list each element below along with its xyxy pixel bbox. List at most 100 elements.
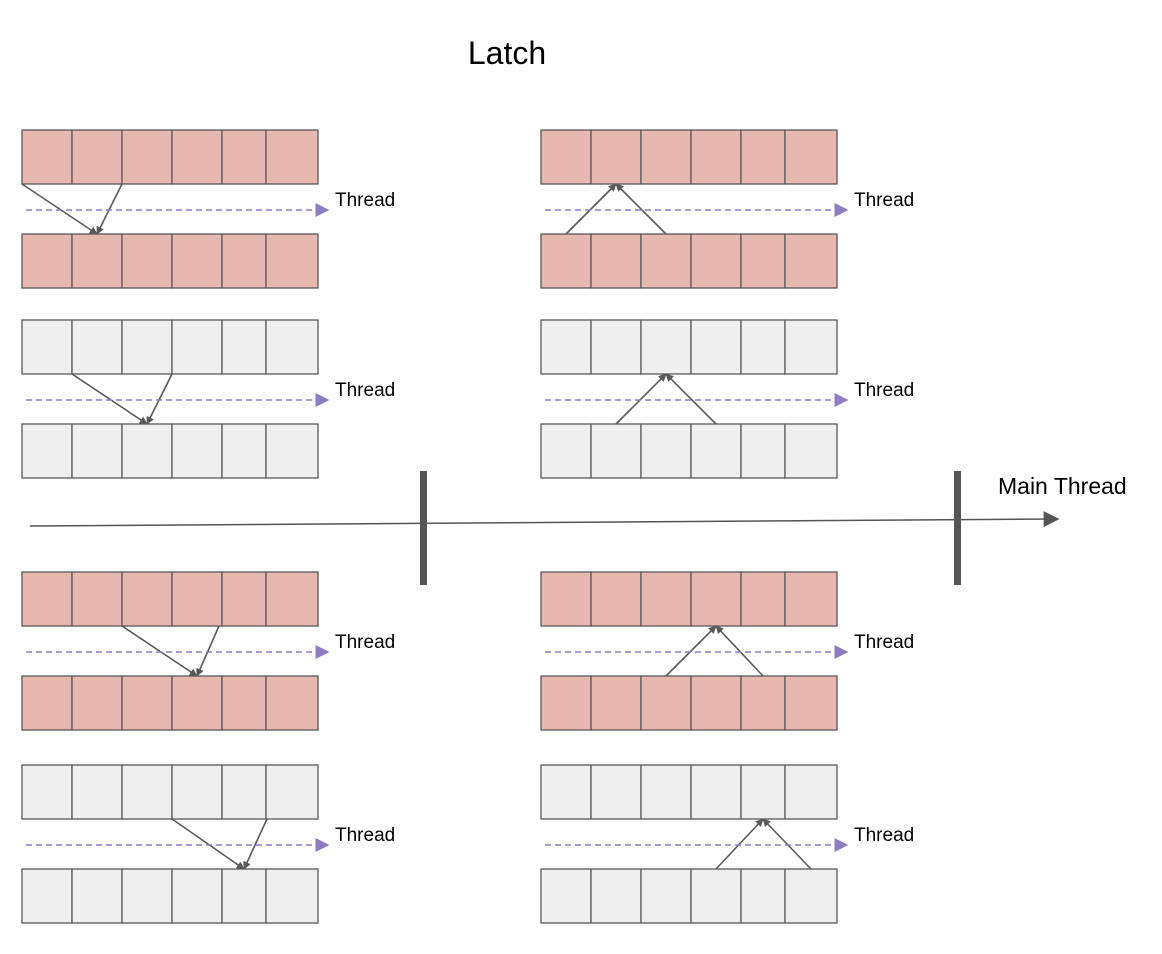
upper-array-row — [540, 319, 838, 375]
array-cell — [265, 764, 319, 820]
latch-barrier-1 — [420, 471, 427, 585]
thread-block: Thread — [21, 764, 395, 924]
array-cell — [740, 868, 786, 924]
lower-array-row — [540, 868, 838, 924]
array-cell — [590, 319, 642, 375]
array-cell — [21, 764, 73, 820]
upper-array-row — [540, 129, 838, 185]
array-cell — [171, 423, 223, 479]
array-cell — [121, 129, 173, 185]
array-cell — [121, 233, 173, 289]
thread-label: Thread — [335, 632, 395, 653]
thread-label: Thread — [854, 190, 914, 211]
array-cell — [540, 675, 592, 731]
upper-array-row — [21, 129, 319, 185]
reduce-arrow — [715, 625, 764, 677]
reduce-arrow — [762, 818, 812, 870]
array-cell — [690, 423, 742, 479]
array-cell — [71, 675, 123, 731]
array-cell — [740, 675, 786, 731]
array-cell — [690, 675, 742, 731]
lower-array-row — [21, 233, 319, 289]
array-cell — [740, 423, 786, 479]
array-cell — [690, 868, 742, 924]
merge-arrow — [171, 818, 245, 870]
array-cell — [71, 571, 123, 627]
array-cell — [590, 423, 642, 479]
merge-arrow — [21, 183, 98, 235]
thread-block: Thread — [540, 764, 914, 924]
array-cell — [590, 129, 642, 185]
thread-label: Thread — [854, 632, 914, 653]
thread-blocks: ThreadThreadThreadThreadThreadThreadThre… — [21, 129, 914, 924]
array-cell — [171, 233, 223, 289]
array-cell — [221, 423, 267, 479]
thread-block: Thread — [540, 319, 914, 479]
main-thread: Main Thread — [29, 471, 1127, 585]
reduce-arrow — [665, 373, 717, 425]
diagram-title: Latch — [468, 35, 546, 71]
array-cell — [71, 868, 123, 924]
array-cell — [590, 571, 642, 627]
array-cell — [221, 764, 267, 820]
array-cell — [265, 129, 319, 185]
array-cell — [171, 571, 223, 627]
array-cell — [540, 129, 592, 185]
array-cell — [690, 764, 742, 820]
array-cell — [590, 233, 642, 289]
array-cell — [121, 764, 173, 820]
reduce-arrow — [615, 183, 667, 235]
array-cell — [265, 319, 319, 375]
array-cell — [690, 571, 742, 627]
array-cell — [640, 233, 692, 289]
array-cell — [784, 129, 838, 185]
array-cell — [590, 868, 642, 924]
array-cell — [21, 868, 73, 924]
array-cell — [590, 675, 642, 731]
array-cell — [784, 423, 838, 479]
array-cell — [540, 233, 592, 289]
array-cell — [21, 423, 73, 479]
array-cell — [540, 423, 592, 479]
array-cell — [640, 571, 692, 627]
array-cell — [71, 129, 123, 185]
array-cell — [221, 319, 267, 375]
array-cell — [171, 764, 223, 820]
array-cell — [171, 319, 223, 375]
array-cell — [121, 868, 173, 924]
array-cell — [171, 868, 223, 924]
lower-array-row — [21, 423, 319, 479]
array-cell — [590, 764, 642, 820]
array-cell — [740, 571, 786, 627]
reduce-arrow — [665, 625, 717, 677]
array-cell — [21, 129, 73, 185]
upper-array-row — [21, 319, 319, 375]
array-cell — [540, 319, 592, 375]
lower-array-row — [21, 675, 319, 731]
lower-array-row — [540, 423, 838, 479]
array-cell — [540, 571, 592, 627]
array-cell — [221, 233, 267, 289]
array-cell — [690, 129, 742, 185]
thread-block: Thread — [540, 129, 914, 289]
array-cell — [21, 319, 73, 375]
thread-label: Thread — [335, 825, 395, 846]
array-cell — [71, 319, 123, 375]
lower-array-row — [21, 868, 319, 924]
array-cell — [784, 319, 838, 375]
array-cell — [221, 571, 267, 627]
thread-label: Thread — [854, 380, 914, 401]
merge-arrow — [146, 373, 173, 425]
array-cell — [21, 571, 73, 627]
array-cell — [784, 868, 838, 924]
array-cell — [221, 675, 267, 731]
array-cell — [221, 129, 267, 185]
reduce-arrow — [615, 373, 667, 425]
array-cell — [171, 675, 223, 731]
array-cell — [540, 764, 592, 820]
array-cell — [784, 764, 838, 820]
thread-block: Thread — [540, 571, 914, 731]
array-cell — [71, 423, 123, 479]
array-cell — [221, 868, 267, 924]
